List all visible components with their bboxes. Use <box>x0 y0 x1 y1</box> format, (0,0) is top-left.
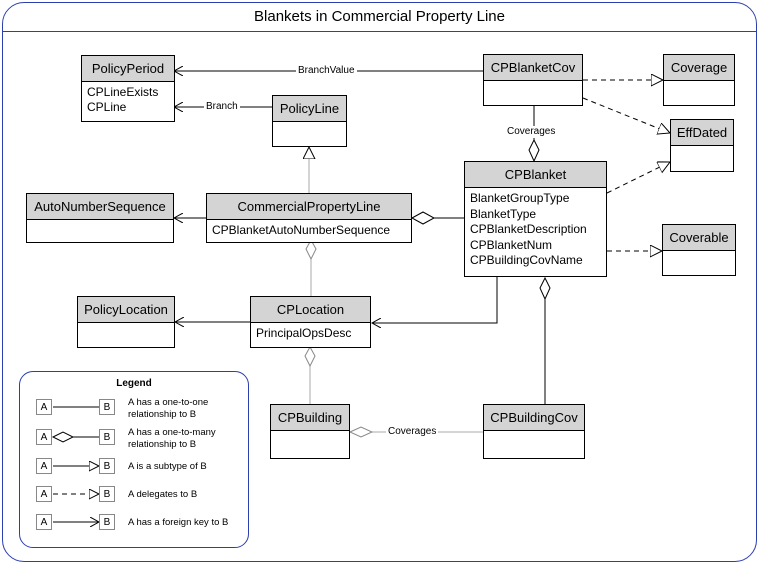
edge-label-coverages-building: Coverages <box>386 426 439 438</box>
legend-text: A has a one-to-one relationship to B <box>128 397 209 420</box>
class-field: CPBlanketDescription <box>470 222 587 236</box>
class-name: PolicyLocation <box>78 297 174 323</box>
legend-box-a: A <box>36 399 52 415</box>
class-name: AutoNumberSequence <box>27 194 173 220</box>
diamond-cpline-blanket <box>410 211 436 225</box>
class-field: CPBlanketAutoNumberSequence <box>212 223 391 237</box>
edge-label-branch: Branch <box>204 101 240 113</box>
legend-text: A has a one-to-many relationship to B <box>128 427 216 450</box>
legend-box-b: B <box>99 486 115 502</box>
legend-panel: Legend A B A has a one-to-one relationsh… <box>19 371 249 548</box>
class-field: CPLineExists <box>87 85 159 99</box>
class-name: CPBlanketCov <box>484 55 582 81</box>
class-policy-period[interactable]: PolicyPeriod CPLineExists CPLine <box>81 55 175 122</box>
class-policy-line[interactable]: PolicyLine <box>272 95 347 147</box>
legend-symbols <box>51 406 249 548</box>
legend-box-a: A <box>36 458 52 474</box>
edge-cpblanket-cplocation <box>372 277 498 323</box>
class-cp-building-cov[interactable]: CPBuildingCov <box>483 404 585 459</box>
diagram-title: Blankets in Commercial Property Line <box>2 2 757 32</box>
class-cp-building[interactable]: CPBuilding <box>270 404 350 459</box>
class-field: PrincipalOpsDesc <box>256 326 352 340</box>
edge-label-branchvalue: BranchValue <box>296 65 357 77</box>
class-field: BlanketType <box>470 206 537 221</box>
legend-text: A has a foreign key to B <box>128 517 229 528</box>
class-policy-location[interactable]: PolicyLocation <box>77 296 175 348</box>
class-name: CommercialPropertyLine <box>207 194 411 220</box>
class-coverable[interactable]: Coverable <box>662 224 736 276</box>
edge-blanketcov-effdated <box>582 97 670 133</box>
class-name: Coverage <box>664 55 734 81</box>
edge-label-coverages-blanket: Coverages <box>505 126 558 138</box>
class-cp-blanket[interactable]: CPBlanket BlanketGroupType BlanketType C… <box>464 161 607 277</box>
class-coverage[interactable]: Coverage <box>663 54 735 106</box>
legend-box-a: A <box>36 486 52 502</box>
legend-diamond <box>51 430 74 443</box>
class-field: CPBuildingCovName <box>470 253 583 267</box>
class-commercial-property-line[interactable]: CommercialPropertyLine CPBlanketAutoNumb… <box>206 193 412 243</box>
class-name: CPBuildingCov <box>484 405 584 431</box>
class-eff-dated[interactable]: EffDated <box>670 119 734 172</box>
legend-box-b: B <box>99 458 115 474</box>
class-cp-location[interactable]: CPLocation PrincipalOpsDesc <box>250 296 371 348</box>
legend-text: A is a subtype of B <box>128 461 207 472</box>
class-name: CPLocation <box>251 297 370 323</box>
legend-box-b: B <box>99 399 115 415</box>
diamond-blanket-buildingcov <box>539 276 551 301</box>
legend-text: A delegates to B <box>128 489 198 500</box>
diamond-cpline-location <box>305 238 317 261</box>
class-name: EffDated <box>671 120 733 146</box>
legend-box-a: A <box>36 429 52 445</box>
diamond-blanket-cov <box>528 138 540 163</box>
legend-box-b: B <box>99 429 115 445</box>
legend-box-b: B <box>99 514 115 530</box>
edge-cpblanket-effdated <box>606 162 670 194</box>
class-field: BlanketGroupType <box>470 191 570 205</box>
class-field: CPLine <box>87 100 127 114</box>
diamond-building-cov <box>348 426 374 438</box>
class-name: PolicyLine <box>273 96 346 122</box>
legend-title: Legend <box>116 378 152 389</box>
legend-box-a: A <box>36 514 52 530</box>
class-name: PolicyPeriod <box>82 56 174 82</box>
diamond-location-building <box>304 345 316 368</box>
class-name: Coverable <box>663 225 735 251</box>
class-name: CPBuilding <box>271 405 349 431</box>
class-name: CPBlanket <box>465 162 606 188</box>
class-cp-blanket-cov[interactable]: CPBlanketCov <box>483 54 583 106</box>
class-auto-number-sequence[interactable]: AutoNumberSequence <box>26 193 174 243</box>
class-field: CPBlanketNum <box>470 237 553 252</box>
